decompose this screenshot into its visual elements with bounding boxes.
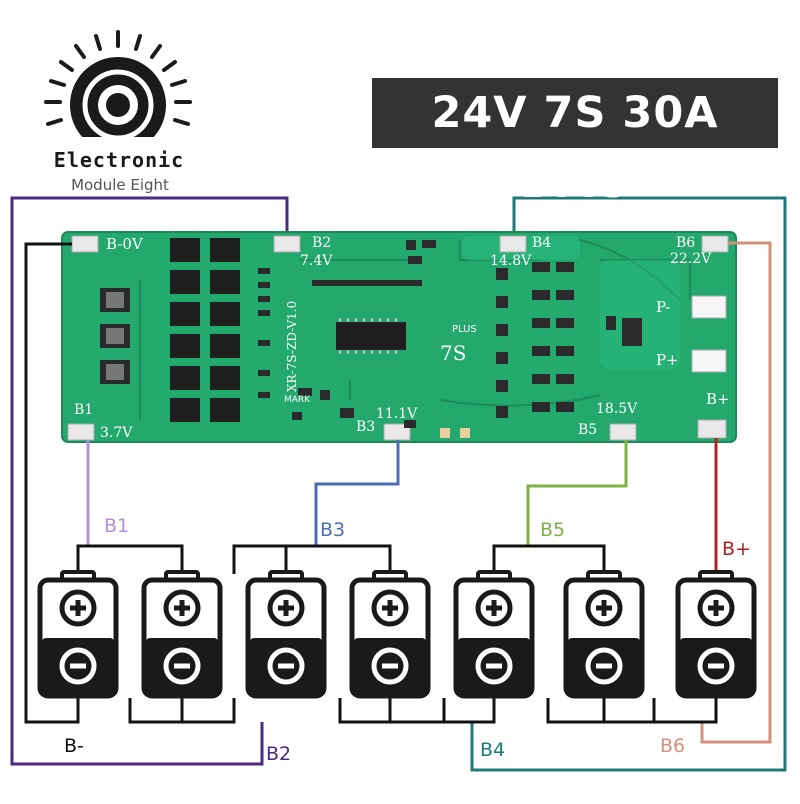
wire-b6 [700,241,772,744]
pad-label-b5: B5 [578,422,597,438]
model-label: XR-7S-ZD-V1.0 [285,301,299,392]
pad-b4 [499,235,527,253]
shunt-resistors [100,288,130,384]
series-label: 7S [440,341,466,365]
minus-icon [697,647,735,685]
pad-b1 [67,423,95,441]
balance-circuit [496,262,642,418]
wire-label-b4: B4 [480,739,505,761]
pad-label-b1: B1 [74,402,93,418]
voltage-label-v4: 14.8V [490,253,532,269]
wire-b5 [526,440,628,546]
wire-b2 [10,196,289,766]
wire-b3 [314,440,400,546]
pad-label-bplus: B+ [706,390,730,408]
pad-b2 [273,235,301,253]
logo [44,30,192,153]
battery-cells [37,570,757,699]
plus-icon [371,589,409,627]
plus-icon [697,589,735,627]
title-banner: 24V 7S 30A BMS [372,78,778,208]
wire-label-b6: B6 [660,735,685,757]
plus-icon [59,589,97,627]
voltage-label-v3: 11.1V [376,406,418,422]
wire-label-bplus: B+ [722,538,751,560]
wire-label-b5: B5 [540,519,565,541]
pad-label-b4: B4 [532,235,551,251]
voltage-label-v5: 18.5V [596,401,638,417]
plus-icon [267,589,305,627]
logo-rays-icon [44,30,192,126]
pad-b5 [609,423,637,441]
battery-cell [563,570,645,699]
wire-label-b3: B3 [320,519,345,541]
pad-label-b6: B6 [676,235,695,251]
voltage-label-v1: 3.7V [100,425,133,441]
wire-bminus [24,242,80,724]
minus-icon [59,647,97,685]
plus-icon [475,589,513,627]
pad-pplus [691,349,727,373]
minus-icon [475,647,513,685]
logo-tagline: Module Eight [71,176,169,194]
minus-icon [163,647,201,685]
battery-cell [245,570,327,699]
controller-ic [336,318,406,354]
pad-label-pplus: P+ [656,351,679,369]
pad-label-b2: B2 [312,235,331,251]
battery-cell [37,570,119,699]
battery-cell [675,570,757,699]
plus-icon [163,589,201,627]
page-title: 24V 7S 30A BMS [431,88,719,208]
voltage-label-v6: 22.2V [670,251,712,267]
pad-label-b3: B3 [356,419,375,435]
battery-cell [349,570,431,699]
pad-b6 [701,235,729,253]
logo-name: Electronic [53,148,185,172]
mark-label: MARK [284,395,311,405]
plus-label: PLUS [452,324,477,335]
wire-label-b2: B2 [266,743,291,765]
wire-b4 [470,196,787,772]
pad-label-pminus: P- [656,298,670,316]
wire-label-bminus: B- [64,735,84,757]
plus-icon [585,589,623,627]
bms-board: B-0V B1 3.7V B2 7.4V B3 11.1V B4 14.8V B… [61,231,737,443]
battery-cell [453,570,535,699]
minus-icon [371,647,409,685]
minus-icon [267,647,305,685]
mosfet-array [170,238,240,422]
pad-b0 [71,235,99,253]
series-links [76,544,718,724]
battery-cell [141,570,223,699]
pad-bplus [697,419,727,439]
pad-label-b0: B-0V [106,235,144,253]
wire-label-b1: B1 [104,515,129,537]
voltage-label-v2: 7.4V [300,253,333,269]
minus-icon [585,647,623,685]
pad-pminus [691,295,727,319]
